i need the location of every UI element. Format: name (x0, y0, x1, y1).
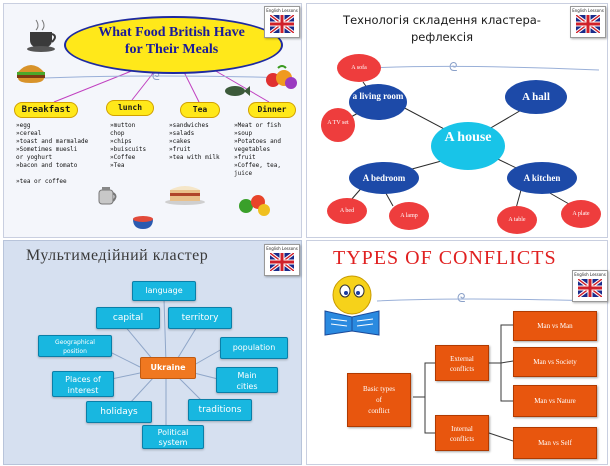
man-vs-man-box: Man vs Man (513, 311, 597, 341)
conflicts-lines (376, 298, 600, 442)
decorative-curl-icon: ᘓ (457, 291, 466, 305)
vegetables-icon (239, 195, 270, 216)
hall-node: A hall (505, 80, 567, 114)
ukraine-center-box: Ukraine (140, 357, 196, 379)
traditions-box: traditions (188, 399, 252, 421)
decorative-curl-icon: ᘓ (449, 60, 458, 74)
uk-flag-icon: English Lessons (572, 270, 608, 302)
territory-box: territory (168, 307, 232, 329)
lunch-label: lunch (106, 100, 154, 116)
holidays-box: holidays (86, 401, 152, 423)
food-slide: ᘓ What Food British Have for Their Meals… (3, 3, 302, 238)
food-connector-lines (43, 69, 295, 103)
internal-conflicts-box: Internal conflicts (435, 415, 489, 451)
bowl-icon (133, 216, 153, 229)
fish-icon (225, 86, 250, 96)
living-room-node: a living room (349, 84, 407, 120)
food-title: What Food British Have for Their Meals (98, 25, 245, 57)
breakfast-list: »egg »cereal »toast and marmalade »Somet… (16, 122, 89, 185)
uk-flag-icon: English Lessons (264, 6, 300, 38)
fruit-icon (266, 65, 297, 89)
language-box: language (132, 281, 196, 301)
ukraine-slide-title: Мультимедійний кластер (26, 247, 209, 264)
political-system-box: Political system (142, 425, 204, 449)
conflicts-slide-title: TYPES OF CONFLICTS (333, 247, 557, 269)
ukraine-cluster-slide: Мультимедійний кластер language capital … (3, 240, 302, 465)
house-cluster-slide: Технологія складення кластера- рефлексія… (306, 3, 608, 238)
places-of-interest-box: Places of interest (52, 371, 114, 397)
breakfast-label: Breakfast (14, 102, 78, 118)
tea-list: »sandwiches »salads »cakes »fruit »tea w… (169, 122, 220, 161)
tv-set-node: A TV set (321, 108, 355, 142)
kitchen-node: A kitchen (507, 162, 577, 194)
man-vs-self-box: Man vs Self (513, 427, 597, 459)
bedroom-node: A bedroom (349, 162, 419, 194)
man-vs-nature-box: Man vs Nature (513, 385, 597, 417)
reading-smiley-icon (324, 275, 380, 336)
lamp-node: A lamp (389, 202, 429, 230)
conflicts-slide: TYPES OF CONFLICTS ᘓ Basic types of conf… (306, 240, 608, 465)
bed-node: A bed (327, 198, 367, 224)
main-cities-box: Main cities (216, 367, 278, 393)
decorative-curl-icon: ᘓ (152, 70, 160, 83)
coffee-cup-icon (27, 19, 56, 52)
capital-box: capital (96, 307, 160, 329)
kettle-icon (98, 187, 117, 205)
population-box: population (220, 337, 288, 359)
burger-icon (17, 65, 45, 83)
cake-icon (165, 186, 205, 205)
tea-label: Tea (180, 102, 220, 118)
plate-node: A plate (561, 200, 601, 228)
sofa-node: A sofa (337, 54, 381, 82)
uk-flag-icon: English Lessons (264, 244, 300, 276)
food-title-oval (64, 16, 283, 74)
external-conflicts-box: External conflicts (435, 345, 489, 381)
table-node: A table (497, 206, 537, 234)
geographical-position-box: Geographical position (38, 335, 112, 357)
dinner-list: »Meat or fish »soup »Potatoes and vegeta… (234, 122, 281, 177)
house-center-node: A house (431, 122, 505, 170)
basic-types-box: Basic types of conflict (347, 373, 411, 427)
dinner-label: Dinner (248, 102, 296, 118)
lunch-list: »mutton chop »chips »buiscuits »Coffee »… (110, 122, 147, 169)
uk-flag-icon: English Lessons (570, 6, 606, 38)
house-slide-title: Технологія складення кластера- рефлексія (343, 13, 541, 44)
man-vs-society-box: Man vs Society (513, 347, 597, 377)
